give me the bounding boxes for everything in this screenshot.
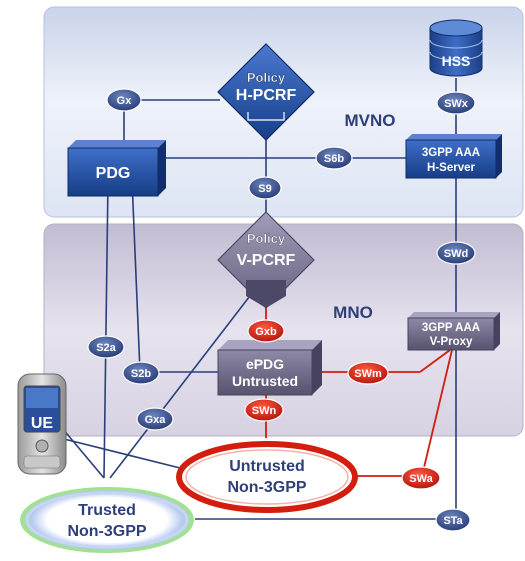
- badge-swd: SWd: [436, 241, 476, 265]
- link-ue-untrusted: [59, 437, 181, 469]
- aaa-v-proxy-node: 3GPP AAA V-Proxy: [407, 312, 500, 351]
- untrusted-line1: Untrusted: [229, 458, 305, 475]
- blue-links: [59, 78, 457, 520]
- gxb-label: Gxb: [255, 326, 277, 338]
- aaa-h-server-node: 3GPP AAA H-Server: [405, 134, 502, 179]
- badge-s6b: S6b: [315, 146, 353, 170]
- link-s2a: [103, 179, 109, 479]
- pdg-label: PDG: [96, 165, 131, 182]
- badge-swa: SWa: [401, 466, 441, 490]
- epdg-node: ePDG Untrusted: [217, 340, 322, 396]
- sta-label: STa: [443, 515, 463, 527]
- hss-node: HSS: [429, 19, 483, 77]
- badge-gxb: Gxb: [247, 319, 285, 343]
- trusted-line1: Trusted: [78, 502, 136, 519]
- badge-gx: Gx: [106, 88, 142, 112]
- aaa-v-line2: V-Proxy: [430, 336, 473, 348]
- untrusted-line2: Non-3GPP: [227, 479, 306, 496]
- badge-swm: SWm: [347, 361, 389, 385]
- trusted-non3gpp-node: Trusted Non-3GPP: [20, 487, 194, 553]
- badge-gxa: Gxa: [136, 407, 174, 431]
- hpcrf-label: H-PCRF: [236, 87, 297, 104]
- policy-bottom-label: Policy: [247, 231, 286, 246]
- aaa-h-line2: H-Server: [427, 162, 475, 174]
- vpcrf-node: Policy V-PCRF: [217, 211, 315, 309]
- s2b-label: S2b: [131, 368, 151, 380]
- swn-label: SWn: [252, 405, 277, 417]
- ue-label: UE: [31, 415, 54, 432]
- link-swa-proxy: [421, 349, 453, 477]
- swm-label: SWm: [354, 368, 382, 380]
- pdg-node: PDG: [67, 140, 166, 197]
- gx-label: Gx: [117, 95, 133, 107]
- untrusted-non3gpp-node: Untrusted Non-3GPP: [176, 441, 358, 513]
- epdg-line1: ePDG: [246, 356, 284, 372]
- s9-label: S9: [258, 183, 271, 195]
- swa-label: SWa: [409, 473, 433, 485]
- badge-swn: SWn: [244, 398, 284, 422]
- ue-phone: UE: [17, 373, 67, 475]
- epdg-line2: Untrusted: [232, 373, 298, 389]
- badge-swx: SWx: [436, 91, 476, 115]
- mno-label: MNO: [333, 303, 373, 322]
- s6b-label: S6b: [324, 153, 344, 165]
- gxa-label: Gxa: [145, 414, 167, 426]
- link-swm-proxy: [419, 349, 451, 373]
- link-s2b: [131, 179, 141, 373]
- mvno-label: MVNO: [345, 111, 396, 130]
- aaa-v-line1: 3GPP AAA: [422, 322, 480, 334]
- swd-label: SWd: [444, 248, 468, 260]
- badge-s2a: S2a: [87, 335, 125, 359]
- trusted-line2: Non-3GPP: [67, 523, 146, 540]
- link-ue-trusted: [61, 427, 105, 479]
- badge-sta: STa: [435, 508, 471, 532]
- badge-s9: S9: [248, 176, 282, 200]
- hss-label: HSS: [442, 53, 471, 69]
- badge-s2b: S2b: [122, 361, 160, 385]
- swx-label: SWx: [444, 98, 469, 110]
- hpcrf-node: Policy H-PCRF: [217, 43, 315, 141]
- aaa-h-line1: 3GPP AAA: [422, 147, 480, 159]
- policy-top-label: Policy: [247, 70, 286, 85]
- link-gxa: [109, 287, 257, 479]
- s2a-label: S2a: [96, 342, 116, 354]
- vpcrf-label: V-PCRF: [237, 252, 296, 269]
